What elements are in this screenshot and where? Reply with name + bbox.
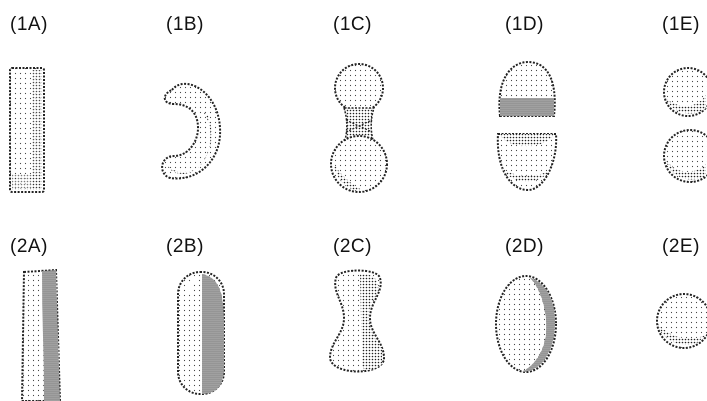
label-1e: (1E): [662, 14, 700, 36]
label-1c: (1C): [333, 14, 372, 36]
shape-1d-split-pair: [494, 58, 560, 198]
shape-2c-waisted: [326, 268, 390, 380]
label-2b: (2B): [166, 236, 204, 258]
label-1d: (1D): [505, 14, 544, 36]
shape-1c-dumbbell: [328, 58, 394, 198]
shape-1e-spheres: [660, 64, 707, 194]
label-2e: (2E): [662, 236, 700, 258]
label-2a: (2A): [10, 236, 48, 258]
label-2c: (2C): [333, 236, 372, 258]
label-1b: (1B): [166, 14, 204, 36]
shape-2e-sphere: [654, 290, 707, 352]
shape-2d-oval: [492, 272, 562, 376]
shape-1b-crescent: [158, 70, 230, 188]
shape-2a-rod: [16, 268, 68, 401]
label-2d: (2D): [505, 236, 544, 258]
shape-2b-capsule: [172, 268, 230, 400]
shape-1a-rod: [8, 66, 48, 196]
label-1a: (1A): [10, 14, 48, 36]
